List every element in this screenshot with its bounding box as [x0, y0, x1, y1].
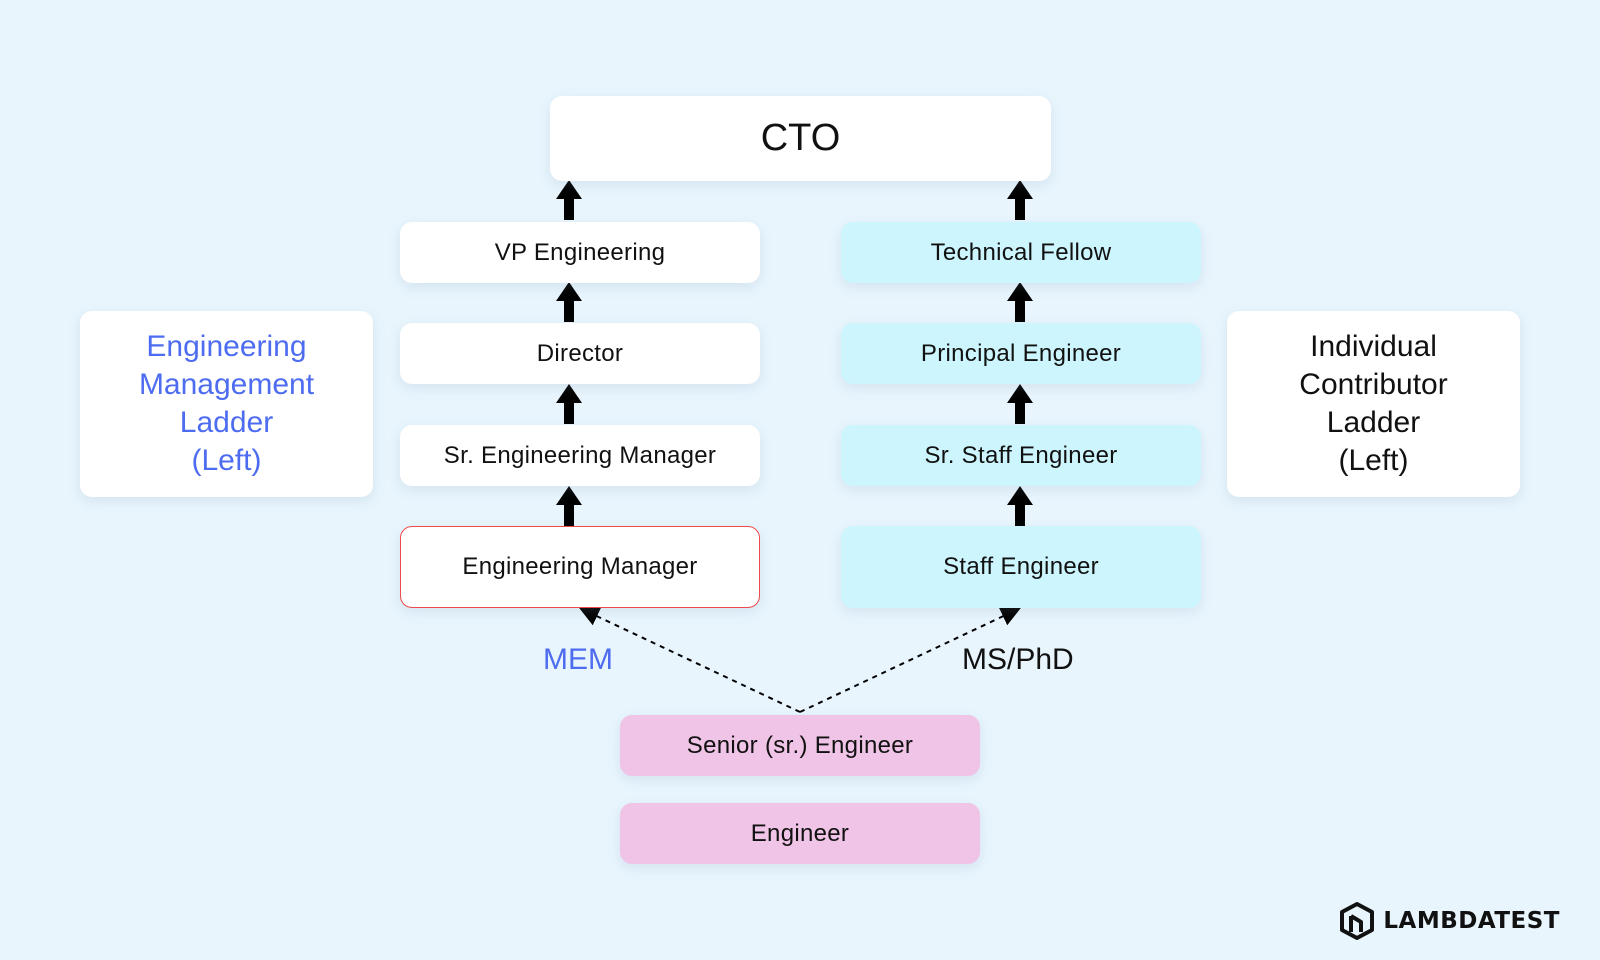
path-label-mem: MEM: [543, 643, 613, 676]
caption-line: Engineering: [146, 330, 307, 363]
node-sr-engineering-manager: Sr. Engineering Manager: [400, 425, 760, 486]
node-director: Director: [400, 323, 760, 384]
arrow-up-icon: [556, 282, 582, 322]
node-technical-fellow: Technical Fellow: [841, 222, 1201, 283]
node-engineer: Engineer: [620, 803, 980, 864]
arrow-up-icon: [556, 384, 582, 424]
caption-line: Contributor: [1299, 368, 1448, 401]
node-sr-staff-engineer: Sr. Staff Engineer: [841, 425, 1201, 486]
ic-ladder-caption: Individual Contributor Ladder (Left): [1227, 311, 1520, 497]
node-staff-engineer: Staff Engineer: [841, 526, 1201, 608]
ic-arrows: [1007, 180, 1033, 526]
lambdatest-logo-icon: [1340, 902, 1375, 940]
arrow-up-icon: [1007, 282, 1033, 322]
arrow-up-icon: [556, 486, 582, 526]
path-label-ms-phd: MS/PhD: [962, 643, 1074, 676]
arrow-up-icon: [1007, 180, 1033, 220]
caption-line: Management: [138, 368, 315, 401]
caption-line: Individual: [1310, 330, 1437, 363]
caption-line: Ladder: [179, 406, 274, 439]
dashed-arrow-to-em: [578, 607, 801, 713]
management-ladder-caption: Engineering Management Ladder (Left): [80, 311, 373, 497]
caption-line: (Left): [191, 444, 262, 477]
node-engineering-manager: Engineering Manager: [400, 526, 760, 608]
cto-node: CTO: [550, 96, 1051, 181]
node-principal-engineer: Principal Engineer: [841, 323, 1201, 384]
node-vp-engineering: VP Engineering: [400, 222, 760, 283]
brand-name: LAMBDATEST: [1383, 908, 1560, 934]
arrow-up-icon: [556, 180, 582, 220]
arrow-up-icon: [1007, 486, 1033, 526]
arrow-up-icon: [1007, 384, 1033, 424]
caption-line: (Left): [1338, 444, 1409, 477]
brand-logo: LAMBDATEST: [1339, 902, 1560, 940]
management-arrows: [556, 180, 582, 526]
node-senior-engineer: Senior (sr.) Engineer: [620, 715, 980, 776]
caption-line: Ladder: [1326, 406, 1421, 439]
